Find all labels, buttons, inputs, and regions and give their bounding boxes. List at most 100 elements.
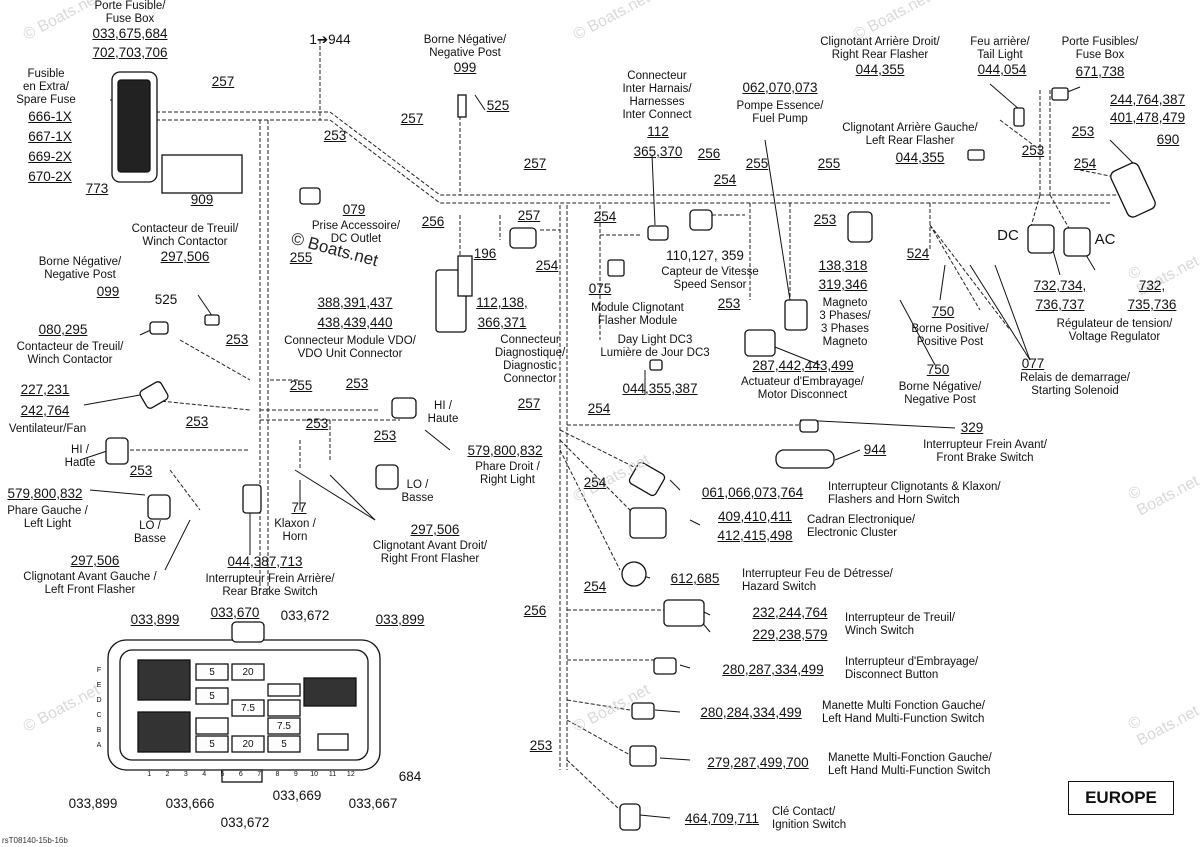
wire-ref: 253 [529, 738, 553, 753]
fuse-box-tl-label: Porte Fusible/Fuse Box [94, 0, 166, 25]
lh-mf1-part: 280,284,334,499 [700, 705, 802, 720]
wire-ref: 253 [323, 128, 347, 143]
winch-switch-label: Interrupteur de Treuil/Winch Switch [845, 612, 955, 637]
flash-horn-label: Interrupteur Clignotants & Klaxon/Flashe… [828, 481, 1001, 506]
components [105, 71, 1156, 831]
rf-flasher-part: 297,506 [410, 522, 460, 537]
wire-ref: 255 [745, 156, 769, 171]
fuse-column-number: 9 [293, 771, 298, 778]
fuse-20: 20 [242, 667, 254, 678]
fuse-20: 20 [242, 739, 254, 750]
ref-77: 77 [291, 500, 307, 515]
fuse-column-number: 1 [147, 771, 152, 778]
ref-099-top: 099 [453, 60, 477, 75]
diag-part: 366,371 [477, 315, 527, 330]
magneto-part: 319,346 [818, 277, 868, 292]
hazard-label: Interrupteur Feu de Détresse/Hazard Swit… [742, 568, 893, 593]
fb-part: 033,669 [272, 788, 322, 803]
wire-ref: 253 [225, 332, 249, 347]
lh-mf2-label: Manette Multi-Fonction Gauche/Left Hand … [828, 752, 992, 777]
fuse-row-letter: E [96, 682, 102, 689]
ref-077: 077 [1021, 356, 1045, 371]
disconnect-part: 280,287,334,499 [722, 662, 824, 677]
ref-944: 944 [863, 442, 887, 457]
hi-left-label: HI /Haute [64, 444, 96, 469]
fuel-pump-label: Pompe Essence/Fuel Pump [736, 100, 824, 125]
ref-329: 329 [960, 420, 984, 435]
fuse-column-number: 11 [328, 771, 337, 778]
rear-brake-label: Interrupteur Frein Arrière/Rear Brake Sw… [205, 573, 335, 598]
fuse-column-number: 4 [202, 771, 207, 778]
rr-flasher-part: 044,355 [855, 62, 905, 77]
fuse-5: 5 [209, 691, 215, 702]
wire-ref: 253 [373, 428, 397, 443]
flash-horn-part: 061,066,073,764 [701, 485, 804, 500]
horn-label: Klaxon /Horn [274, 518, 316, 543]
wire-ref: 254 [583, 475, 607, 490]
winch-contactor-part: 297,506 [160, 249, 210, 264]
motor-disconnect-part: 287,442,443,499 [752, 358, 854, 373]
wire-ref: 256 [697, 146, 721, 161]
ignition-label: Clé Contact/Ignition Switch [772, 806, 847, 831]
cluster-part: 412,415,498 [717, 528, 793, 543]
ref-909: 909 [190, 192, 214, 207]
wire-ref: 257 [517, 396, 541, 411]
fb-part: 033,672 [280, 608, 330, 623]
ref-525-left: 525 [154, 292, 178, 307]
fuse-row-letter: D [96, 697, 102, 704]
wire-ref: 253 [717, 296, 741, 311]
winch-switch-part: 232,244,764 [752, 605, 828, 620]
voltage-regulator-label: Régulateur de tension/Voltage Regulator [1056, 318, 1173, 343]
winch-contactor-label: Contacteur de Treuil/Winch Contactor [131, 223, 239, 248]
pos-post-label: Borne Positive/Positive Post [911, 323, 989, 348]
left-light-label: Phare Gauche /Left Light [7, 505, 88, 530]
wire-ref: 253 [1071, 124, 1095, 139]
wire-ref: 257 [523, 156, 547, 171]
ref-750-a: 750 [931, 304, 955, 319]
fan-label: Ventilateur/Fan [8, 423, 87, 435]
wire-ref: 255 [289, 250, 313, 265]
vdo-connector-label: Connecteur Module VDO/VDO Unit Connector [284, 335, 416, 360]
wire-ref: 253 [305, 416, 329, 431]
fuse-row-letter: F [96, 667, 102, 674]
fuse-column-number: 10 [310, 771, 319, 778]
fuse-5: 5 [209, 739, 215, 750]
fuse-column-number: 7 [257, 771, 262, 778]
rear-brake-part: 044,387,713 [227, 554, 303, 569]
ref-196: 196 [473, 246, 497, 261]
fb-part: 033,666 [165, 796, 215, 811]
fuse-row-letter: C [96, 712, 102, 719]
vdo-part: 438,439,440 [317, 315, 393, 330]
spare-fuse-part: 670-2X [28, 169, 72, 184]
magneto-part: 138,318 [818, 258, 868, 273]
lr-flasher-part: 044,355 [895, 150, 945, 165]
hi-right-label: HI /Haute [427, 400, 459, 425]
right-light-label: Phare Droit /Right Light [475, 461, 540, 486]
spare-fuse-part: 666-1X [28, 109, 72, 124]
fb-part-tr: 033,899 [375, 612, 425, 627]
diag-part: 112,138, [476, 295, 528, 310]
dc-label: DC [997, 227, 1019, 244]
wire-ref: 254 [535, 258, 559, 273]
wire-ref: 257 [211, 74, 235, 89]
fuse-column-number: 5 [220, 771, 225, 778]
neg-post-top-label: Borne Négative/Negative Post [423, 34, 507, 59]
fuse-box-tl-part: 702,703,706 [92, 45, 168, 60]
spare-fuse-part: 667-1X [28, 129, 72, 144]
right-light-part: 579,800,832 [467, 443, 543, 458]
fuse-box-tr-label: Porte Fusibles/Fuse Box [1061, 36, 1139, 61]
cluster-label: Cadran Electronique/Electronic Cluster [807, 514, 916, 539]
vdo-part: 388,391,437 [317, 295, 393, 310]
inter-connect-part: 365,370 [633, 144, 683, 159]
ref-079: 079 [342, 202, 366, 217]
tr-part-a: 244,764,387 [1110, 92, 1186, 107]
wire-ref: 253 [185, 414, 209, 429]
harness-lines [130, 40, 1131, 811]
ref-690: 690 [1156, 132, 1180, 147]
